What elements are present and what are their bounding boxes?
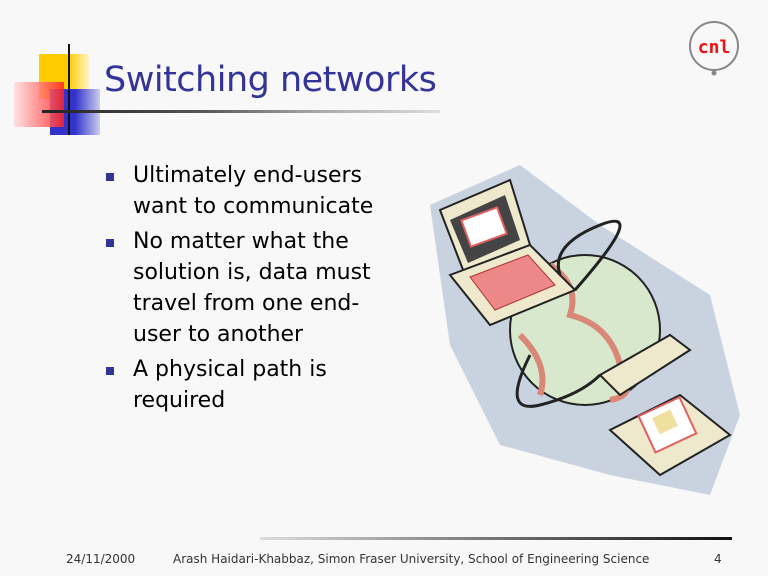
cnl-logo-icon: cnl <box>689 21 739 76</box>
title-underline <box>42 110 440 113</box>
bullet-icon <box>106 173 114 181</box>
footer-divider <box>260 537 732 540</box>
svg-text:cnl: cnl <box>698 37 731 58</box>
bullet-list: Ultimately end-users want to communicate… <box>104 160 404 420</box>
footer-author: Arash Haidari-Khabbaz, Simon Fraser Univ… <box>173 552 650 566</box>
bullet-icon <box>106 239 114 247</box>
page-number: 4 <box>714 552 722 566</box>
bullet-item: Ultimately end-users want to communicate <box>104 160 404 222</box>
network-clipart-icon <box>430 165 740 495</box>
title-decoration-icon <box>14 44 100 135</box>
bullet-item: No matter what the solution is, data mus… <box>104 226 404 350</box>
slide-title: Switching networks <box>104 60 437 100</box>
footer-date: 24/11/2000 <box>66 552 136 566</box>
bullet-item: A physical path is required <box>104 354 404 416</box>
bullet-icon <box>106 367 114 375</box>
